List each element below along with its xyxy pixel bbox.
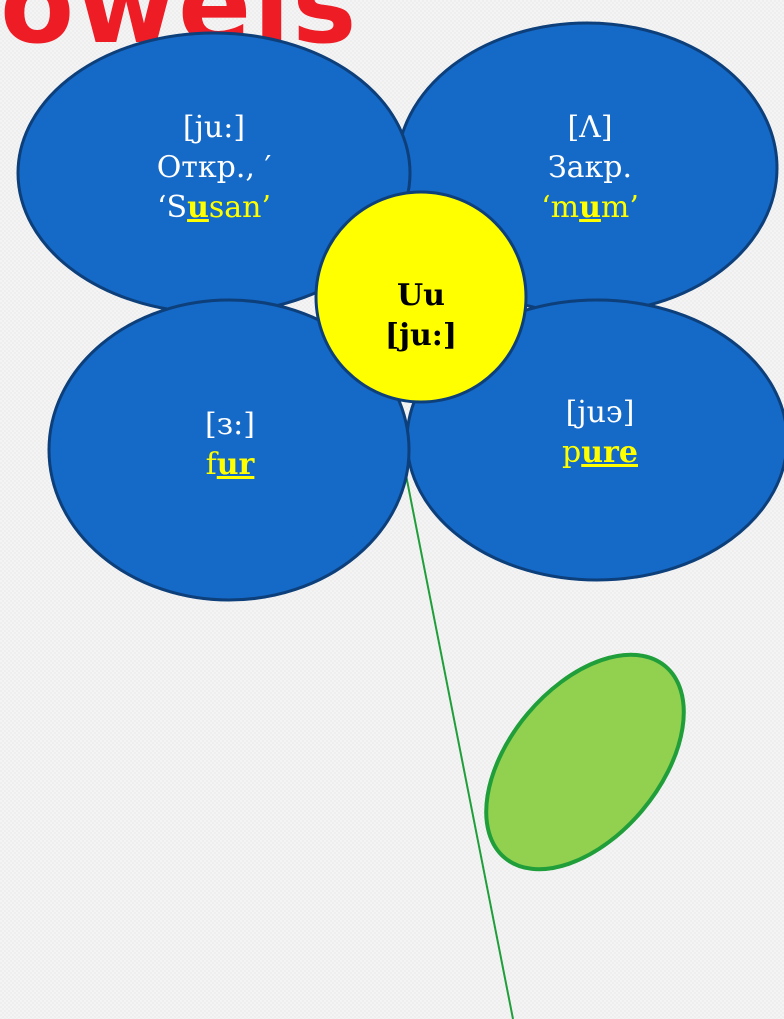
transcription: [Λ] [567, 110, 613, 145]
flower-stem [404, 469, 514, 1019]
flower-center [314, 190, 528, 404]
leaf [484, 652, 686, 872]
reading-rule: Закр. [547, 150, 633, 185]
reading-rule: Откр., ′ [156, 150, 272, 185]
example-word: ‘mum’ [541, 190, 639, 225]
highlighted-letter: u [187, 190, 209, 225]
petal-top-left-text: [ju:] Откр., ′ ‘Susan’ [104, 108, 324, 228]
example-word: ‘Susan’ [156, 190, 272, 225]
petal-top-right-text: [Λ] Закр. ‘mum’ [480, 108, 700, 228]
transcription: [juэ] [565, 395, 635, 430]
example-word: pure [562, 435, 638, 470]
highlighted-letters: ur [216, 447, 255, 482]
center-text: Uu [ju:] [351, 276, 491, 356]
highlighted-letters: ure [581, 435, 638, 470]
center-letter: Uu [397, 278, 445, 313]
transcription: [з:] [205, 407, 255, 442]
highlighted-letter: u [579, 190, 601, 225]
petal-bottom-left [47, 298, 411, 602]
center-transcription: [ju:] [384, 318, 458, 353]
petal-bottom-left-text: [з:] fur [130, 405, 330, 485]
transcription: [ju:] [182, 110, 246, 145]
example-word: fur [205, 447, 255, 482]
petal-bottom-right-text: [juэ] pure [500, 393, 700, 473]
